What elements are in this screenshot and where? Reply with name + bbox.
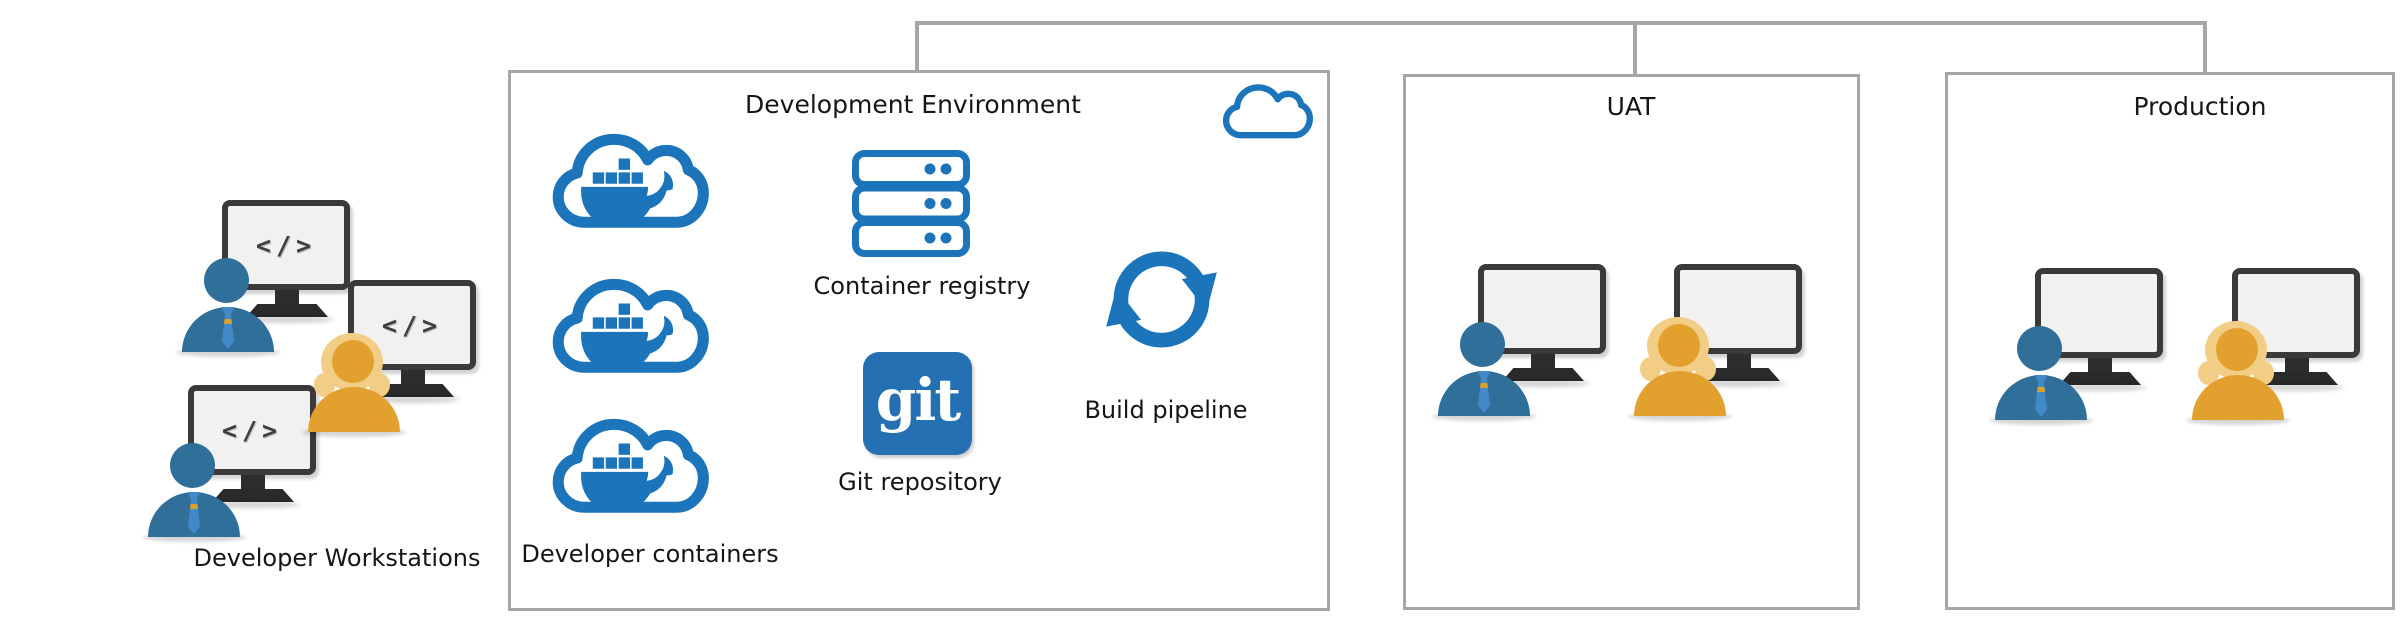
sync-arrows-icon bbox=[1105, 246, 1218, 353]
monitor-icon bbox=[2232, 268, 2360, 358]
monitor-base bbox=[1698, 368, 1780, 381]
monitor-icon: </> bbox=[188, 385, 316, 475]
monitor-base bbox=[2059, 372, 2141, 385]
person-male-icon bbox=[176, 258, 280, 357]
monitor-base bbox=[212, 489, 294, 502]
docker-cloud-icon bbox=[551, 411, 709, 523]
docker-cloud-icon bbox=[551, 126, 709, 238]
tie bbox=[187, 492, 201, 534]
monitor-stand bbox=[401, 370, 425, 385]
code-glyph: </> bbox=[221, 415, 283, 445]
development-environment-title: Development Environment bbox=[745, 90, 1081, 119]
monitor-shadow bbox=[366, 396, 460, 403]
person-male-icon bbox=[1989, 326, 2093, 425]
person-female-icon bbox=[1628, 317, 1732, 421]
git-icon: git bbox=[863, 352, 972, 455]
monitor-base bbox=[246, 304, 328, 317]
monitor-stand bbox=[2285, 358, 2309, 373]
monitor-shadow bbox=[1496, 380, 1590, 387]
workstation-developer-1: </> bbox=[176, 200, 352, 357]
monitor-stand bbox=[275, 290, 299, 305]
production-title: Production bbox=[2133, 92, 2267, 121]
monitor-shadow bbox=[2053, 384, 2147, 391]
git-repository-label: Git repository bbox=[838, 468, 1002, 496]
connector-drop-production bbox=[2203, 21, 2207, 74]
monitor-stand bbox=[2088, 358, 2112, 373]
monitor-shadow bbox=[206, 501, 300, 508]
production-user-male bbox=[1989, 268, 2165, 425]
git-logo-text: git bbox=[875, 365, 961, 434]
connector-drop-devenv bbox=[915, 21, 919, 72]
monitor-stand bbox=[1727, 354, 1751, 369]
person-female-icon bbox=[302, 333, 406, 437]
monitor-shadow bbox=[2250, 384, 2344, 391]
code-glyph: </> bbox=[255, 230, 317, 260]
build-pipeline-label: Build pipeline bbox=[1084, 396, 1248, 424]
monitor-base bbox=[372, 384, 454, 397]
developer-workstations-label: Developer Workstations bbox=[193, 544, 481, 572]
tie bbox=[2034, 375, 2048, 417]
docker-cloud-icon bbox=[551, 271, 709, 383]
workstation-developer-3: </> bbox=[142, 385, 318, 542]
monitor-shadow bbox=[240, 316, 334, 323]
code-glyph: </> bbox=[381, 310, 443, 340]
developer-containers-label: Developer containers bbox=[521, 540, 779, 568]
server-stack-icon bbox=[852, 150, 970, 257]
connector-horizontal bbox=[915, 21, 2207, 25]
uat-user-female bbox=[1628, 264, 1804, 421]
person-male-icon bbox=[1432, 322, 1536, 421]
person-female-icon bbox=[2186, 321, 2290, 425]
cloud-outline-icon bbox=[1222, 79, 1313, 145]
monitor-base bbox=[1502, 368, 1584, 381]
production-user-female bbox=[2186, 268, 2362, 425]
uat-user-male bbox=[1432, 264, 1608, 421]
tie bbox=[221, 307, 235, 349]
workstation-developer-2: </> bbox=[302, 280, 478, 437]
uat-title: UAT bbox=[1606, 92, 1656, 121]
monitor-stand bbox=[1531, 354, 1555, 369]
person-male-icon bbox=[142, 443, 246, 542]
monitor-shadow bbox=[1692, 380, 1786, 387]
tie bbox=[1477, 371, 1491, 413]
monitor-stand bbox=[241, 475, 265, 490]
monitor-icon bbox=[1478, 264, 1606, 354]
connector-drop-uat bbox=[1633, 21, 1637, 76]
monitor-base bbox=[2256, 372, 2338, 385]
container-registry-label: Container registry bbox=[813, 272, 1031, 300]
